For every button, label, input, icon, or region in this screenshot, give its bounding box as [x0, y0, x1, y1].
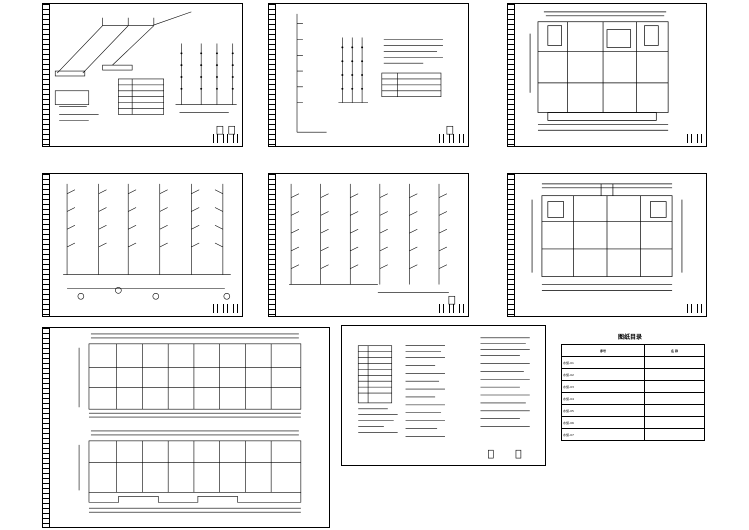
- riser-diagram-b-drawing: [289, 183, 456, 305]
- index-cell: [644, 356, 705, 369]
- title-block-marks: [439, 134, 464, 143]
- floor-plan-upper-drawing: [529, 11, 669, 131]
- table-row: 序号 名 称: [560, 344, 705, 357]
- title-block-marks: [213, 304, 238, 313]
- sheet-binding-strip: [508, 174, 515, 316]
- sheet-riser-diagram-b[interactable]: [268, 173, 469, 317]
- drawing-index-table: 序号 名 称 水施-01 水施-02 水施-03 水施-04 水施-05 水施-…: [560, 344, 705, 441]
- table-row[interactable]: 水施-07: [560, 428, 705, 441]
- isometric-pipe-drawing: [54, 11, 237, 135]
- sheet-binding-strip: [43, 4, 50, 146]
- sheet-binding-strip: [269, 174, 276, 316]
- sheet-isometric-system[interactable]: [42, 3, 243, 147]
- design-notes-drawing: [357, 337, 530, 459]
- index-cell: 水施-03: [560, 380, 646, 393]
- sheet-design-notes[interactable]: [341, 325, 546, 466]
- sheet-binding-strip: [43, 328, 50, 527]
- index-cell: 水施-07: [560, 428, 646, 441]
- table-row[interactable]: 水施-05: [560, 404, 705, 417]
- table-row[interactable]: 水施-04: [560, 392, 705, 405]
- index-cell: 水施-01: [560, 356, 646, 369]
- sheet-binding-strip: [269, 4, 276, 146]
- index-cell: 水施-02: [560, 368, 646, 381]
- sheet-riser-diagram-a[interactable]: [42, 173, 243, 317]
- title-block-marks: [687, 304, 702, 313]
- sheet-riser-with-notes[interactable]: [268, 3, 469, 147]
- index-cell: [644, 416, 705, 429]
- sheet-binding-strip: [508, 4, 515, 146]
- site-floor-plans-drawing: [78, 333, 302, 513]
- index-cell: [644, 392, 705, 405]
- table-row[interactable]: 水施-03: [560, 380, 705, 393]
- sheet-site-floor-plans[interactable]: [42, 327, 330, 528]
- title-block-marks: [213, 134, 238, 143]
- floor-plan-lower-drawing: [531, 183, 683, 291]
- index-table-title: 图纸目录: [618, 334, 643, 341]
- table-row[interactable]: 水施-02: [560, 368, 705, 381]
- index-cell: [644, 368, 705, 381]
- sheet-binding-strip: [43, 174, 50, 316]
- index-cell: 水施-04: [560, 392, 646, 405]
- index-header-name: 名 称: [644, 344, 705, 357]
- index-cell: [644, 380, 705, 393]
- title-block-marks: [439, 304, 464, 313]
- sheet-floor-plan-lower[interactable]: [507, 173, 707, 317]
- index-cell: [644, 428, 705, 441]
- riser-notes-drawing: [296, 13, 454, 135]
- index-header-no: 序号: [560, 344, 646, 357]
- title-block-marks: [687, 134, 702, 143]
- table-row[interactable]: 水施-01: [560, 356, 705, 369]
- table-row[interactable]: 水施-06: [560, 416, 705, 429]
- riser-diagram-a-drawing: [63, 183, 231, 300]
- index-cell: [644, 404, 705, 417]
- index-cell: 水施-05: [560, 404, 646, 417]
- index-cell: 水施-06: [560, 416, 646, 429]
- sheet-floor-plan-upper[interactable]: [507, 3, 707, 147]
